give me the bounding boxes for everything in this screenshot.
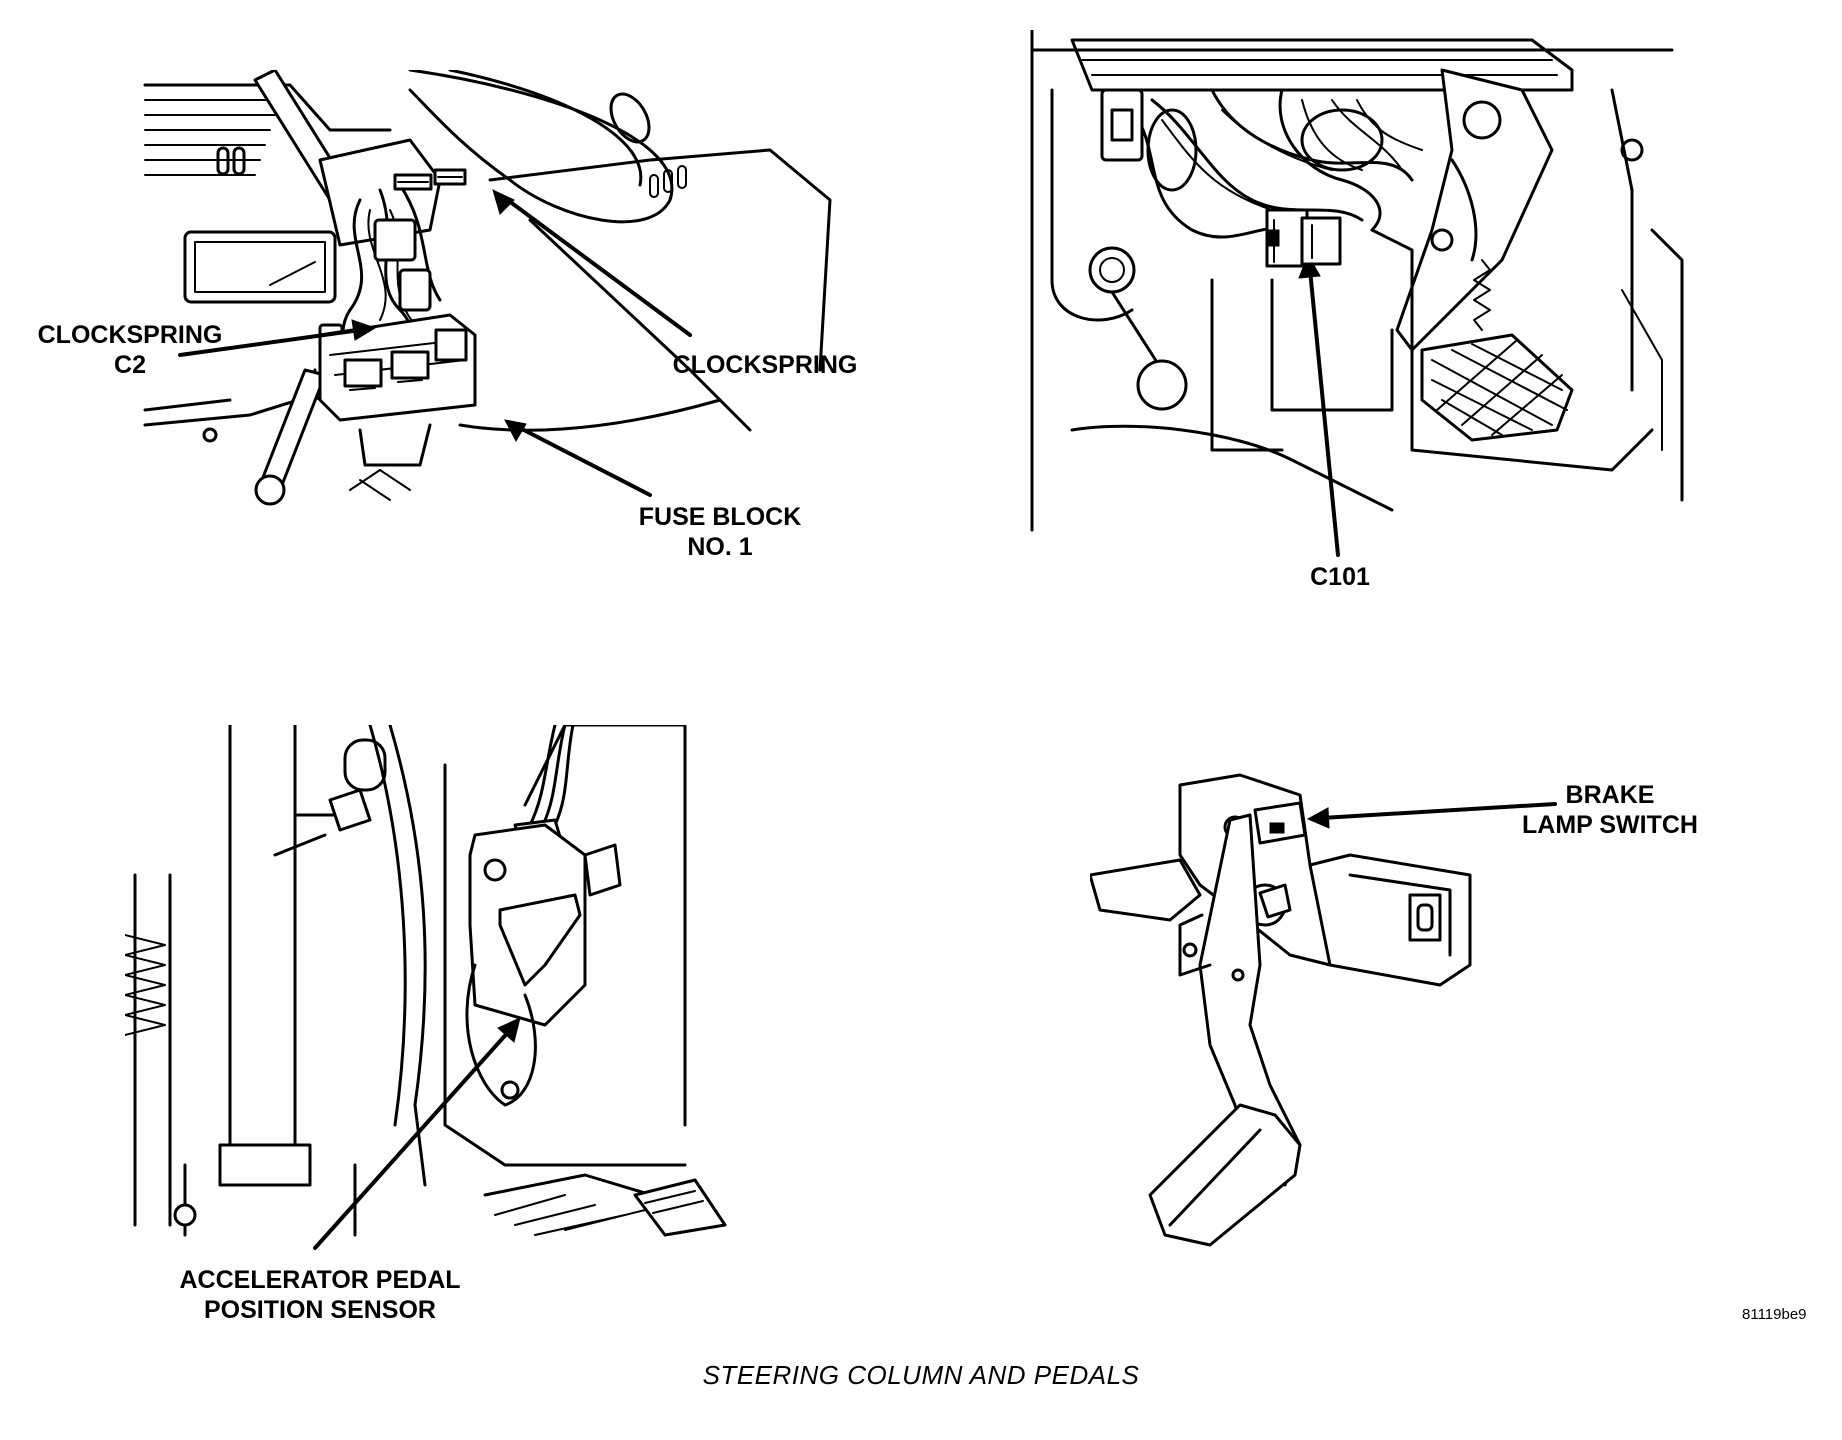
clockspring-label: CLOCKSPRING xyxy=(660,350,870,380)
brake-pedal-illustration xyxy=(1090,773,1472,1247)
fuse-block-label: FUSE BLOCK NO. 1 xyxy=(620,502,820,562)
clockspring-c2-label-line2: C2 xyxy=(114,351,146,379)
clockspring-label-text: CLOCKSPRING xyxy=(672,351,858,379)
accelerator-pedal-position-sensor-label: ACCELERATOR PEDAL POSITION SENSOR xyxy=(160,1265,480,1325)
clockspring-c2-label: CLOCKSPRING C2 xyxy=(25,320,235,380)
brake-lamp-switch-label: BRAKE LAMP SWITCH xyxy=(1510,780,1710,840)
fuse-block-label-line2: NO. 1 xyxy=(687,533,753,561)
accelerator-illustration xyxy=(125,725,727,1237)
brake-switch-label-line2: LAMP SWITCH xyxy=(1522,811,1698,839)
brake-panel xyxy=(1090,765,1510,1265)
fuse-block-label-line1: FUSE BLOCK xyxy=(638,503,802,531)
brake-switch-label-line1: BRAKE xyxy=(1565,781,1655,809)
app-sensor-label-line2: POSITION SENSOR xyxy=(204,1296,436,1324)
c101-illustration xyxy=(1030,30,1684,532)
app-sensor-label-line1: ACCELERATOR PEDAL xyxy=(179,1266,461,1294)
c101-label: C101 xyxy=(1290,562,1390,592)
accelerator-panel xyxy=(125,725,805,1245)
steering-column-illustration xyxy=(143,70,832,506)
clockspring-c2-label-line1: CLOCKSPRING xyxy=(37,321,223,349)
connector-panel xyxy=(1012,30,1692,550)
c101-label-text: C101 xyxy=(1310,563,1370,591)
steering-column-panel xyxy=(130,70,870,510)
figure-id: 81119be9 xyxy=(1742,1306,1807,1323)
figure-caption: STEERING COLUMN AND PEDALS xyxy=(702,1360,1140,1390)
